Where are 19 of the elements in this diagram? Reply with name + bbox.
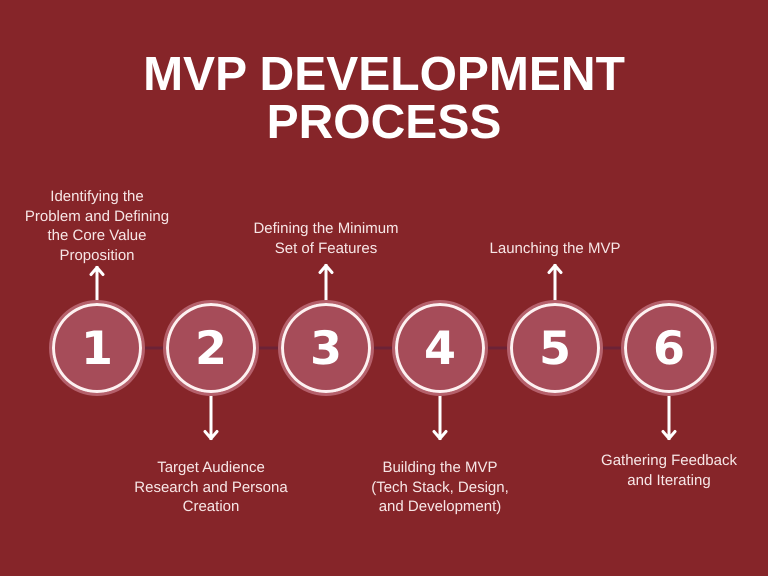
arrow bbox=[90, 266, 104, 300]
step-label: Identifying the Problem and Defining the Core Value Proposition bbox=[22, 187, 172, 266]
title: MVP DEVELOPMENT PROCESS bbox=[142, 51, 626, 147]
step-number: 3 bbox=[310, 323, 342, 373]
step-label: Target Audience Research and Persona Creation bbox=[130, 440, 292, 516]
arrow bbox=[432, 396, 448, 440]
step-number: 1 bbox=[80, 323, 113, 373]
step-label: Launching the MVP bbox=[470, 238, 640, 264]
step-number: 2 bbox=[194, 323, 227, 373]
step-label: Building the MVP (Tech Stack, Design, and Development) bbox=[365, 440, 515, 516]
step-label: Gathering Feedback and Iterating bbox=[594, 440, 744, 490]
step-number: 5 bbox=[538, 323, 571, 373]
step-number: 6 bbox=[652, 323, 685, 373]
arrow bbox=[318, 264, 334, 300]
arrow bbox=[548, 264, 562, 300]
arrow bbox=[662, 396, 676, 440]
arrow bbox=[204, 396, 218, 440]
step-label: Defining the Minimum Set of Features bbox=[246, 219, 406, 264]
step-number: 4 bbox=[424, 323, 456, 373]
